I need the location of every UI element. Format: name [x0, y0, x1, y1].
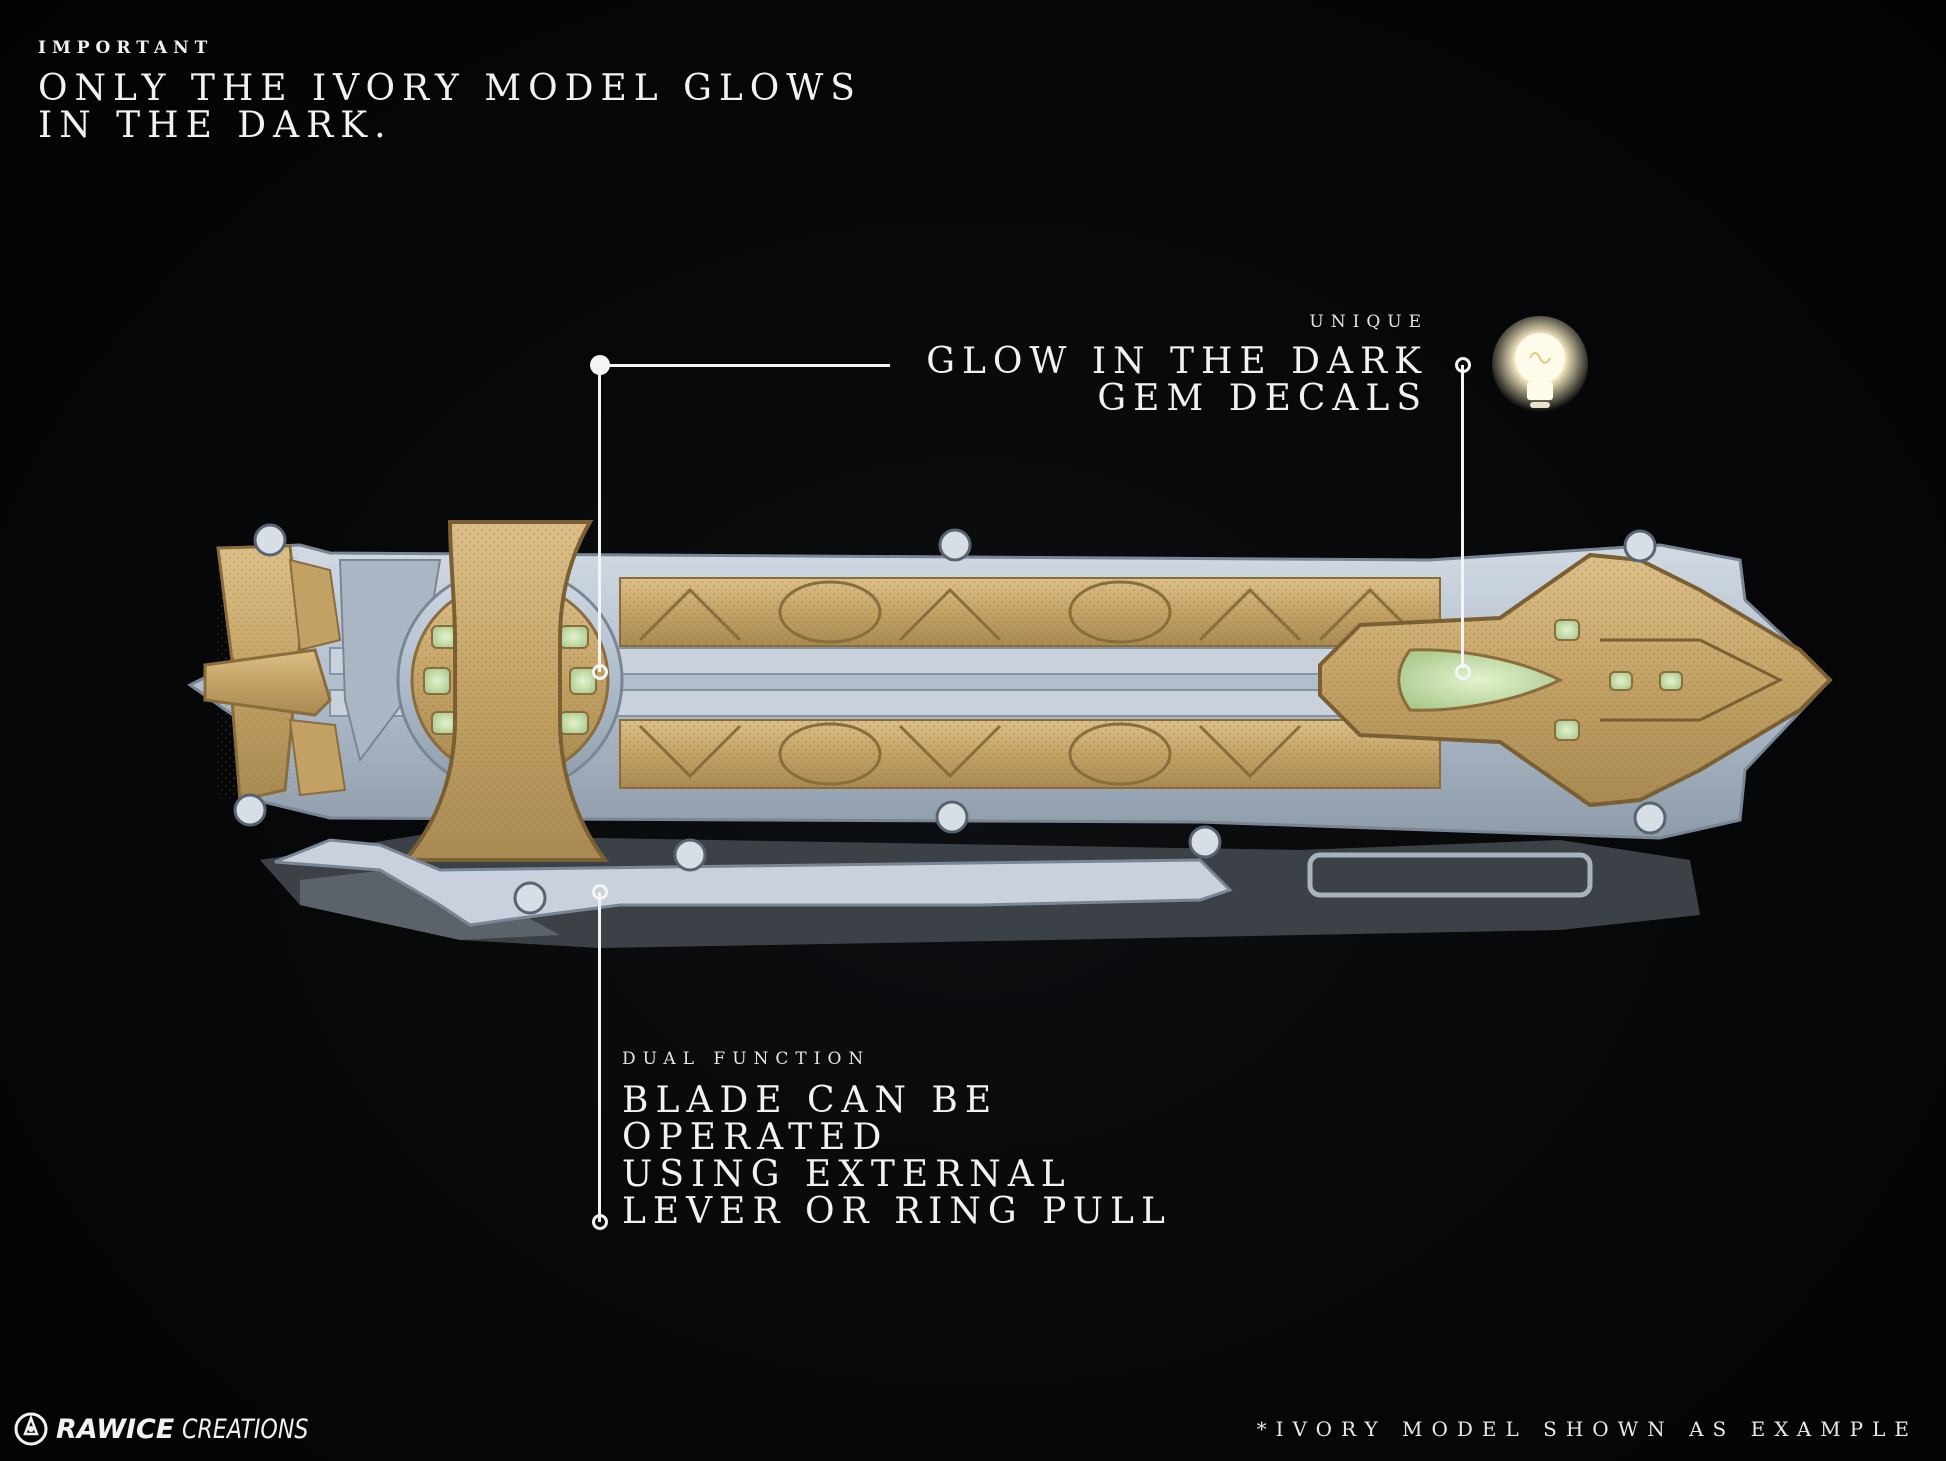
lever: [274, 838, 1233, 927]
unique-kicker: UNIQUE: [1309, 312, 1428, 332]
lever-callout-dot-bottom: [592, 1214, 608, 1230]
right-head: [1318, 552, 1833, 808]
dual-line-3: USING EXTERNAL: [622, 1154, 1072, 1195]
gold-band-top: [619, 577, 1441, 647]
gem-callout-line-vertical: [598, 364, 601, 672]
lightbulb-icon: [1492, 316, 1588, 412]
dual-line-1: BLADE CAN BE: [622, 1080, 999, 1121]
unique-callout-dot-top: [1455, 357, 1471, 373]
unique-line-2: GEM DECALS: [1097, 378, 1428, 419]
blade-tip: [338, 559, 442, 763]
important-line-2: IN THE DARK.: [38, 105, 393, 146]
axe-ornament: [400, 520, 609, 862]
gem-callout-line-horizontal: [598, 364, 890, 367]
footnote: *IVORY MODEL SHOWN AS EXAMPLE: [1256, 1417, 1918, 1441]
screws: [233, 523, 1667, 915]
lever-callout-dot-top: [592, 884, 608, 900]
dual-line-4: LEVER OR RING PULL: [622, 1191, 1172, 1232]
important-line-1: ONLY THE IVORY MODEL GLOWS: [38, 68, 862, 109]
dual-kicker: DUAL FUNCTION: [622, 1049, 871, 1069]
brand-name: RAWICE: [56, 1413, 175, 1445]
brand-sub: CREATIONS: [182, 1413, 309, 1445]
important-kicker: IMPORTANT: [38, 38, 214, 58]
gem-callout-dot-end: [592, 664, 608, 680]
dual-heading: BLADE CAN BE OPERATED USING EXTERNAL LEV…: [622, 1082, 1322, 1230]
important-heading: ONLY THE IVORY MODEL GLOWS IN THE DARK.: [38, 70, 938, 144]
brand-logo: RAWICE CREATIONS: [14, 1412, 337, 1446]
rawice-logo-icon: [14, 1412, 48, 1446]
unique-callout-dot-bottom: [1455, 664, 1471, 680]
gem-callout-dot-start: [590, 355, 610, 375]
dual-line-2: OPERATED: [622, 1117, 889, 1158]
unique-callout-line: [1461, 365, 1464, 668]
left-guard: [203, 544, 347, 802]
unique-line-1: GLOW IN THE DARK: [926, 341, 1428, 382]
unique-heading: GLOW IN THE DARK GEM DECALS: [728, 343, 1428, 417]
lever-callout-line: [598, 892, 601, 1222]
gold-band-bottom: [619, 719, 1441, 789]
